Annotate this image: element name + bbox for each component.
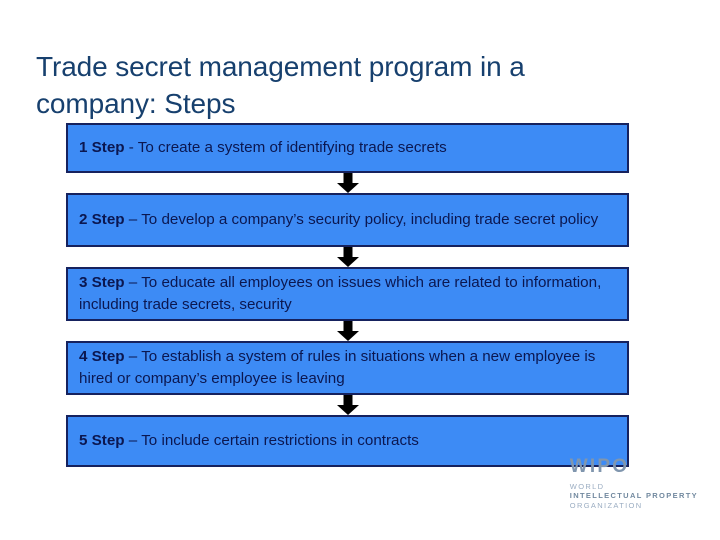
- step-box-1[interactable]: 1 Step - To create a system of identifyi…: [66, 123, 629, 173]
- step-description-1: - To create a system of identifying trad…: [124, 139, 447, 157]
- arrow-head: [336, 405, 359, 415]
- step-description-4: – To establish a system of rules in situ…: [79, 348, 596, 387]
- arrow-down-icon: [336, 247, 359, 267]
- arrow-head: [336, 331, 359, 341]
- step-description-5: – To include certain restrictions in con…: [124, 432, 419, 450]
- step-box-5[interactable]: 5 Step – To include certain restrictions…: [66, 415, 629, 467]
- wipo-wordmark: WIPO: [569, 456, 630, 478]
- arrow-stem: [343, 321, 352, 332]
- step-text-4: 4 Step – To establish a system of rules …: [79, 346, 618, 389]
- connector-1-2: [66, 173, 629, 193]
- arrow-down-icon: [336, 173, 359, 193]
- connector-3-4: [66, 321, 629, 341]
- step-number-5: 5 Step: [79, 432, 125, 450]
- step-text-1: 1 Step - To create a system of identifyi…: [79, 137, 618, 159]
- wipo-tagline-line-3: ORGANIZATION: [569, 500, 643, 510]
- step-number-3: 3 Step: [79, 274, 125, 292]
- step-box-3[interactable]: 3 Step – To educate all employees on iss…: [66, 267, 629, 321]
- arrow-head: [336, 183, 359, 193]
- arrow-down-icon: [336, 321, 359, 341]
- arrow-stem: [343, 395, 352, 406]
- step-text-2: 2 Step – To develop a company’s security…: [79, 209, 618, 231]
- arrow-down-icon: [336, 395, 359, 415]
- wipo-tagline-line-2: INTELLECTUAL PROPERTY: [569, 491, 698, 501]
- step-number-1: 1 Step: [79, 139, 125, 157]
- step-box-4[interactable]: 4 Step – To establish a system of rules …: [66, 341, 629, 395]
- step-text-3: 3 Step – To educate all employees on iss…: [79, 272, 618, 315]
- step-box-2[interactable]: 2 Step – To develop a company’s security…: [66, 193, 629, 247]
- step-number-4: 4 Step: [79, 348, 125, 366]
- wipo-tagline-line-1: WORLD: [569, 481, 605, 491]
- step-text-5: 5 Step – To include certain restrictions…: [79, 430, 618, 452]
- steps-flowchart: 1 Step - To create a system of identifyi…: [66, 123, 629, 467]
- connector-2-3: [66, 247, 629, 267]
- connector-4-5: [66, 395, 629, 415]
- step-number-2: 2 Step: [79, 211, 125, 229]
- arrow-head: [336, 257, 359, 267]
- arrow-stem: [343, 173, 352, 184]
- step-description-2: – To develop a company’s security policy…: [124, 211, 599, 229]
- wipo-logo: WIPO WORLD INTELLECTUAL PROPERTY ORGANIZ…: [570, 455, 698, 510]
- step-description-3: – To educate all employees on issues whi…: [79, 274, 602, 313]
- page-title: Trade secret management program in a com…: [36, 50, 525, 119]
- arrow-stem: [343, 247, 352, 258]
